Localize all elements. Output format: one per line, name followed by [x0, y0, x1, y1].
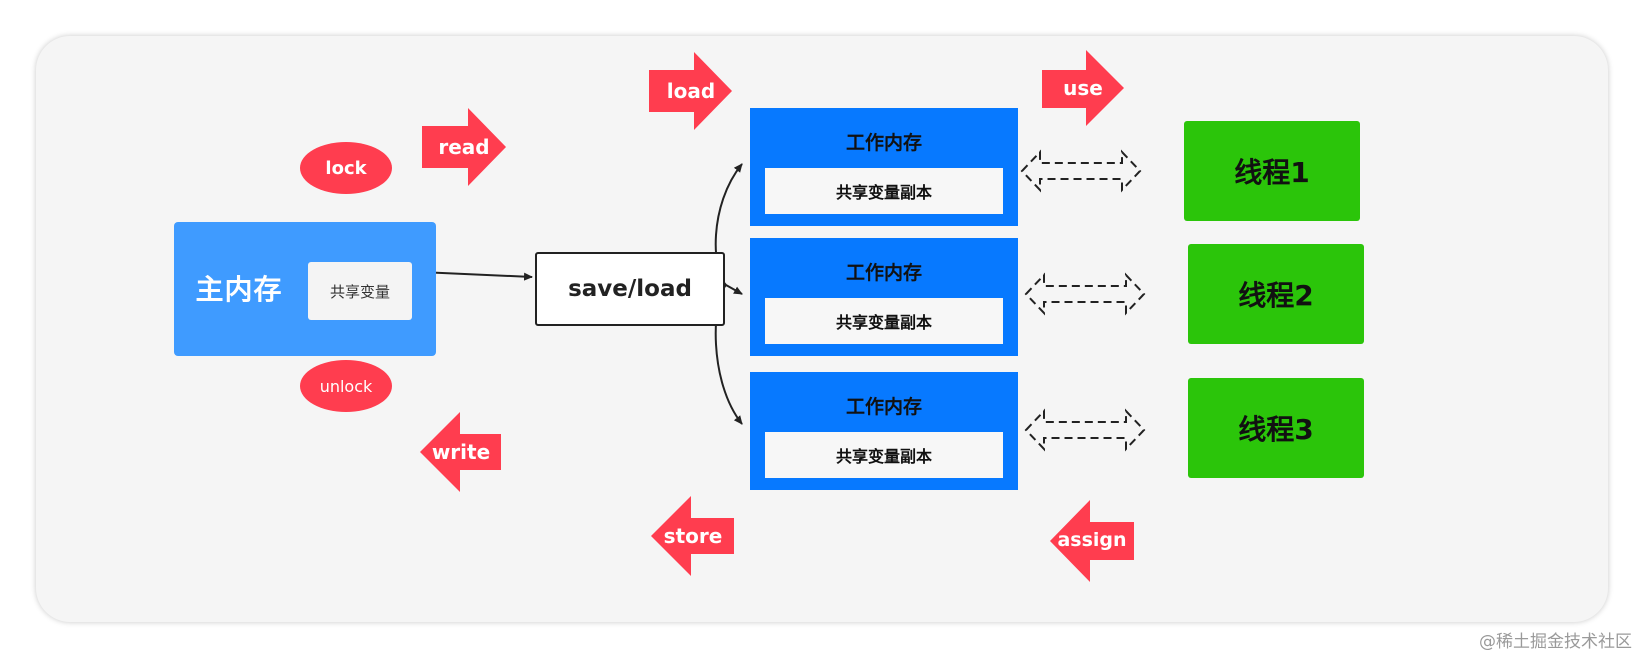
- shared-variable-copy: 共享变量副本: [765, 168, 1003, 214]
- thread-2: 线程2: [1188, 244, 1364, 344]
- read-label: read: [438, 135, 490, 159]
- working-memory-3: 工作内存 共享变量副本: [750, 372, 1018, 490]
- load-arrow-icon: [649, 52, 732, 130]
- working-memory-2: 工作内存 共享变量副本: [750, 238, 1018, 356]
- diagram-canvas: read load use write store assign lock un…: [36, 36, 1608, 622]
- shared-variable-copy: 共享变量副本: [765, 298, 1003, 344]
- lock-oval: lock: [300, 142, 392, 194]
- shared-variable-box: 共享变量: [308, 262, 412, 320]
- thread-3: 线程3: [1188, 378, 1364, 478]
- write-arrow-icon: [420, 412, 501, 492]
- saveload-work2-connector: [725, 284, 743, 295]
- main-saveload-connector: [411, 267, 533, 281]
- shared-variable-copy: 共享变量副本: [765, 432, 1003, 478]
- load-label: load: [666, 79, 716, 103]
- save-load-box: save/load: [535, 252, 725, 326]
- assign-label: assign: [1057, 529, 1127, 551]
- thread-1: 线程1: [1184, 121, 1360, 221]
- read-arrow-icon: [422, 108, 506, 186]
- main-memory-box: 主内存 共享变量: [174, 222, 436, 356]
- working-memory-1: 工作内存 共享变量副本: [750, 108, 1018, 226]
- exchange-arrow-1: [1020, 149, 1142, 193]
- assign-arrow-icon: [1050, 500, 1134, 582]
- use-arrow-icon: [1042, 50, 1124, 126]
- working-memory-title: 工作内存: [845, 132, 922, 154]
- write-label: write: [431, 440, 491, 464]
- store-label: store: [663, 524, 723, 548]
- working-memory-title: 工作内存: [845, 396, 922, 418]
- connector-layer: [411, 50, 1146, 582]
- exchange-arrow-2: [1024, 272, 1146, 316]
- working-memory-title: 工作内存: [845, 262, 922, 284]
- watermark: @稀土掘金技术社区: [1479, 632, 1632, 652]
- store-arrow-icon: [651, 496, 734, 576]
- main-memory-title: 主内存: [195, 273, 283, 306]
- use-label: use: [1063, 76, 1103, 100]
- exchange-arrow-3: [1024, 408, 1146, 452]
- unlock-oval: unlock: [300, 360, 392, 412]
